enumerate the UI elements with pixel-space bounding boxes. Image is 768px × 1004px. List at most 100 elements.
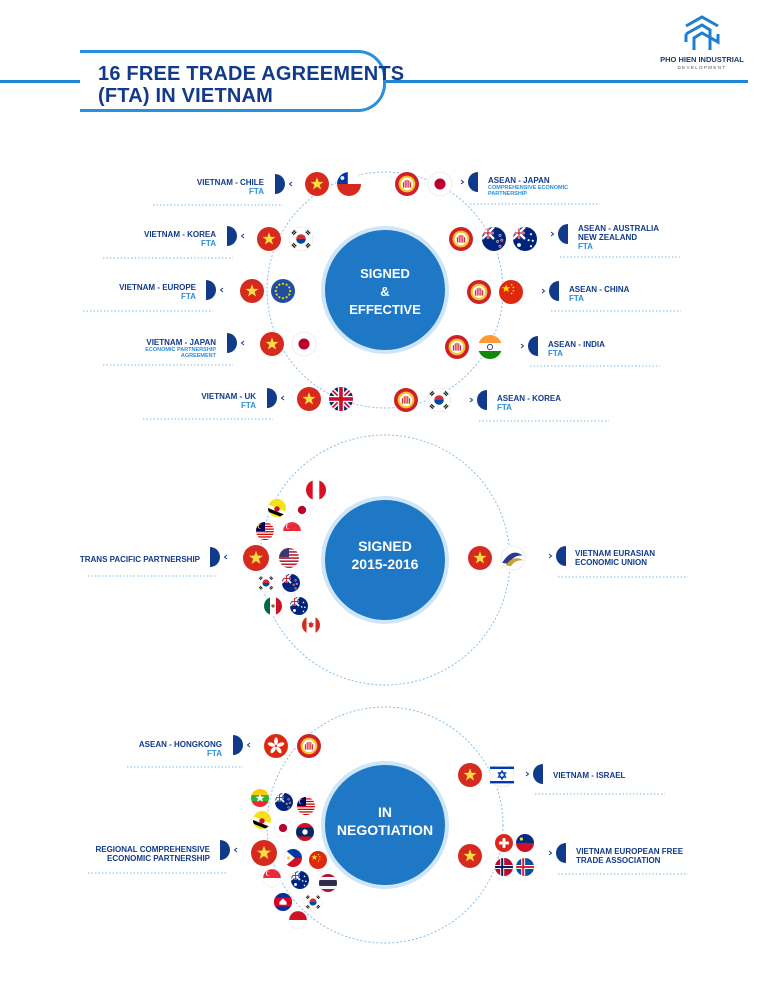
- vietnam-flag-icon: [457, 843, 483, 869]
- hub-negotiation-line2: NEGOTIATION: [336, 822, 434, 838]
- sub-vietnam-chile: FTA: [249, 187, 264, 196]
- brand-subtitle: DEVELOPMENT: [677, 65, 727, 70]
- asean-flag-icon: [296, 733, 322, 759]
- label-asean-korea: ASEAN - KOREA: [497, 394, 562, 403]
- label-vietnam-europe: VIETNAM - EUROPE: [119, 283, 196, 292]
- vietnam-flag-icon: [304, 171, 330, 197]
- tab-vietnam-japan: [103, 333, 245, 366]
- label-vietnam-israel: VIETNAM - ISRAEL: [553, 771, 626, 780]
- philippines-flag-icon: [283, 848, 303, 868]
- cambodia-flag-icon: [273, 892, 293, 912]
- china-flag-icon: [498, 279, 524, 305]
- vietnam-flag-icon: [457, 762, 483, 788]
- switzerland-flag-icon: [494, 833, 514, 853]
- sub-vietnam-europe: FTA: [181, 292, 196, 301]
- label-eaeu-1: VIETNAM EURASIAN: [575, 549, 656, 558]
- asean-flag-icon: [448, 226, 474, 252]
- flag-layer: [239, 171, 538, 930]
- vietnam-flag-icon: [256, 226, 282, 252]
- mexico-flag-icon: [263, 596, 283, 616]
- tab-rcep: [88, 840, 238, 874]
- hongkong-flag-icon: [263, 733, 289, 759]
- sub-asean-japan-1: COMPREHENSIVE ECONOMIC: [488, 185, 569, 191]
- australia-flag-icon: [290, 870, 309, 889]
- sub-asean-australia: FTA: [578, 242, 593, 251]
- vietnam-flag-icon: [296, 386, 322, 412]
- china-flag-icon: [308, 850, 328, 870]
- laos-flag-icon: [295, 822, 315, 842]
- japan-flag-icon: [291, 331, 317, 357]
- label-efta-1: VIETNAM EUROPEAN FREE: [576, 847, 684, 856]
- korea-flag-icon: [288, 226, 314, 252]
- vietnam-flag-icon: [241, 543, 271, 573]
- label-rcep-1: REGIONAL COMPREHENSIVE: [95, 845, 210, 854]
- sub-asean-india: FTA: [548, 349, 563, 358]
- japan-flag-icon: [273, 818, 293, 838]
- asean-flag-icon: [444, 334, 470, 360]
- korea-flag-icon: [303, 892, 323, 912]
- eaeu-flag-icon: [500, 545, 526, 571]
- asean-flag-icon: [466, 279, 492, 305]
- tab-eaeu: [548, 546, 688, 578]
- japan-flag-icon: [427, 171, 453, 197]
- thailand-flag-icon: [318, 873, 338, 893]
- sub-asean-hongkong: FTA: [207, 749, 222, 758]
- hub-negotiation-line1: IN: [378, 804, 392, 820]
- tab-asean-korea: [469, 390, 609, 422]
- hub-signed-2015: SIGNED 2015-2016: [335, 537, 435, 573]
- sub-vietnam-japan-1: ECONOMIC PARTNERSHIP: [145, 347, 216, 353]
- singapore-flag-icon: [282, 521, 302, 541]
- hub-signed-line1: SIGNED: [360, 266, 410, 281]
- tab-efta: [548, 843, 688, 875]
- hub-2016-line2: 2015-2016: [351, 556, 419, 572]
- vietnam-flag-icon: [467, 545, 493, 571]
- hub-2016-line1: SIGNED: [358, 538, 412, 554]
- label-eaeu-2: ECONOMIC UNION: [575, 558, 647, 567]
- tab-asean-india: [520, 336, 660, 367]
- brunei-flag-icon: [267, 498, 287, 519]
- tab-vietnam-chile: [153, 174, 293, 206]
- uk-flag-icon: [328, 386, 354, 412]
- iceland-flag-icon: [515, 857, 535, 877]
- myanmar-flag-icon: [250, 788, 270, 808]
- label-asean-australia-1: ASEAN - AUSTRALIA: [578, 224, 660, 233]
- israel-flag-icon: [489, 762, 515, 788]
- tab-vietnam-israel: [525, 764, 665, 795]
- label-vietnam-uk: VIETNAM - UK: [201, 392, 256, 401]
- tab-vietnam-europe: [83, 280, 224, 312]
- asean-flag-icon: [394, 171, 420, 197]
- tab-vietnam-korea: [103, 226, 245, 259]
- hub-signed-line2: &: [380, 284, 390, 299]
- label-asean-india: ASEAN - INDIA: [548, 340, 605, 349]
- label-asean-japan: ASEAN - JAPAN: [488, 176, 550, 185]
- label-vietnam-korea: VIETNAM - KOREA: [144, 230, 216, 239]
- tab-vietnam-uk: [143, 388, 285, 420]
- hub-circle-signed: [325, 230, 445, 350]
- sub-asean-korea: FTA: [497, 403, 512, 412]
- sub-asean-japan-2: PARTNERSHIP: [488, 191, 528, 197]
- tab-asean-japan: [460, 172, 600, 205]
- norway-flag-icon: [494, 857, 514, 877]
- label-tpp: TRANS PACIFIC PARTNERSHIP: [79, 555, 200, 564]
- singapore-flag-icon: [262, 868, 282, 888]
- tab-asean-hongkong: [127, 735, 251, 768]
- chile-flag-icon: [336, 171, 362, 197]
- brand-name: PHO HIEN INDUSTRIAL: [660, 55, 744, 64]
- new-zealand-flag-icon: [281, 573, 300, 592]
- hub-layer: [321, 226, 449, 889]
- hub-in-negotiation: IN NEGOTIATION: [335, 803, 435, 839]
- sub-vietnam-korea: FTA: [201, 239, 216, 248]
- vietnam-flag-icon: [249, 838, 279, 868]
- liechtenstein-flag-icon: [515, 833, 535, 853]
- label-asean-china: ASEAN - CHINA: [569, 285, 630, 294]
- hub-circle-negotiation: [325, 765, 445, 885]
- india-flag-icon: [477, 334, 503, 360]
- australia-flag-icon: [512, 226, 538, 252]
- sub-asean-china: FTA: [569, 294, 584, 303]
- tab-layer: [83, 172, 688, 875]
- peru-flag-icon: [305, 479, 327, 501]
- japan-flag-icon: [292, 500, 312, 520]
- label-rcep-2: ECONOMIC PARTNERSHIP: [107, 854, 210, 863]
- label-asean-hongkong: ASEAN - HONGKONG: [138, 740, 222, 749]
- asean-flag-icon: [393, 387, 419, 413]
